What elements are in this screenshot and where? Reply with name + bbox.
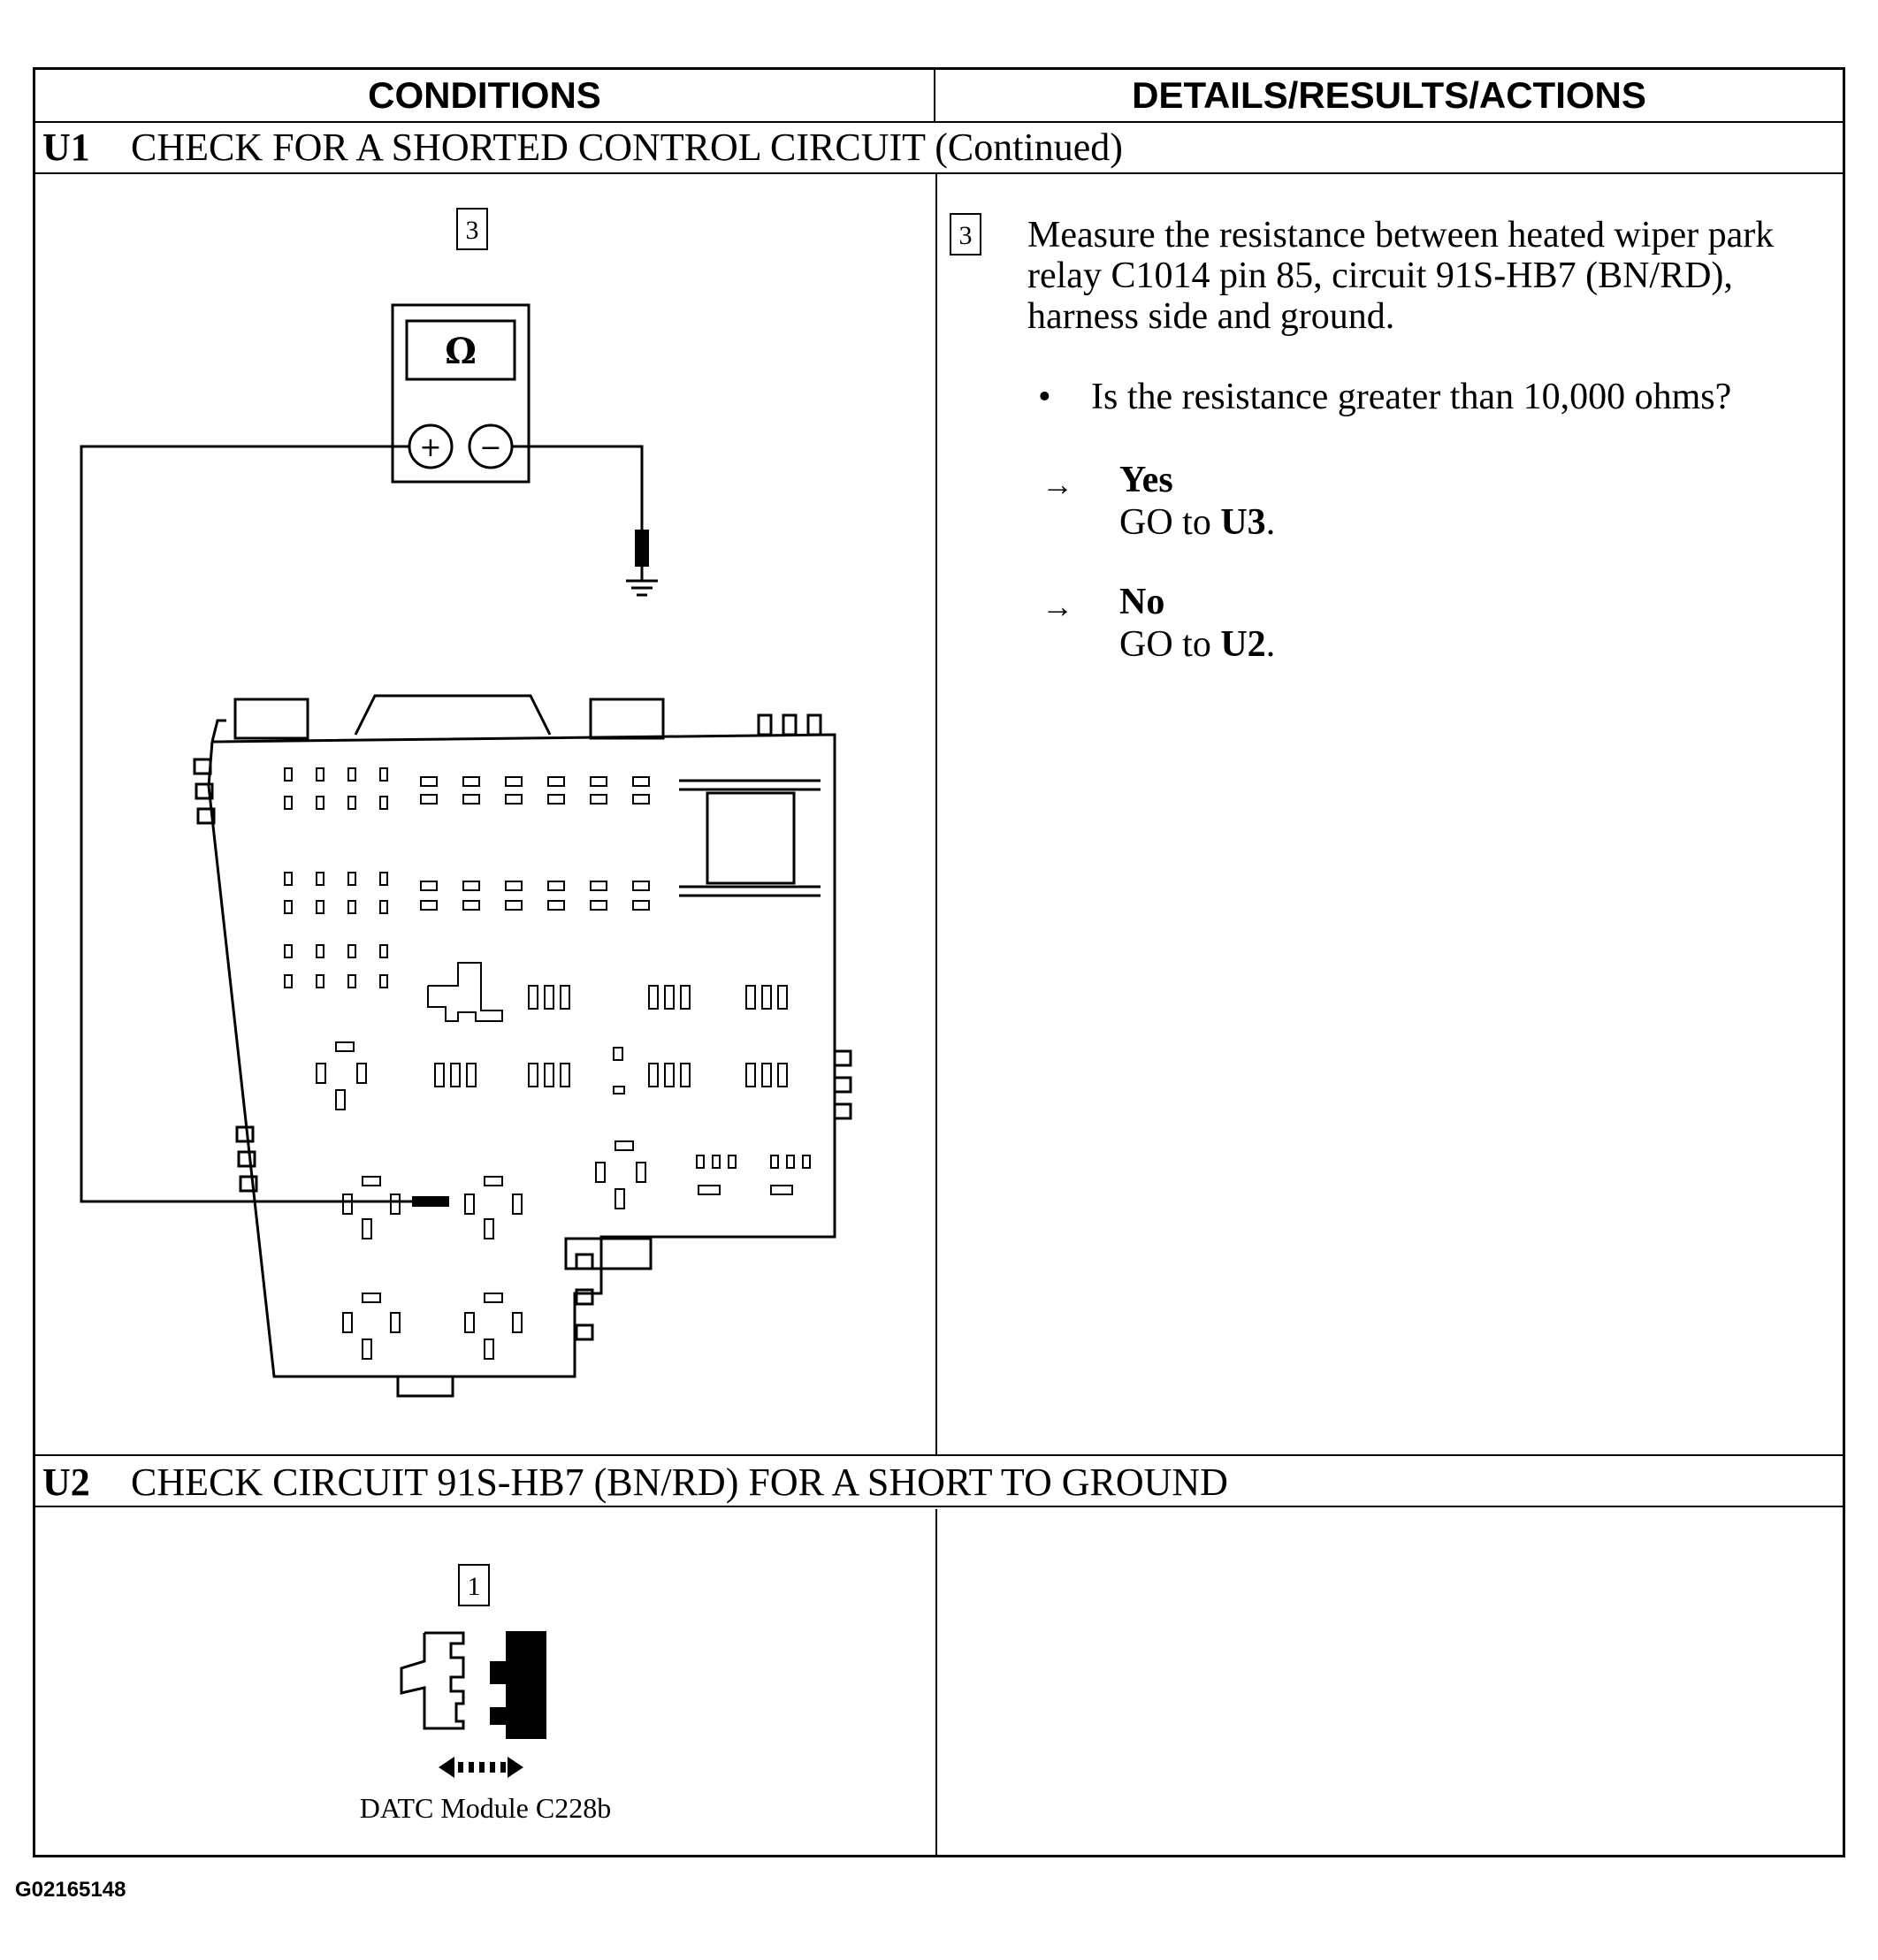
ground-probe [635, 530, 649, 567]
fuse-box-latch-right [589, 698, 665, 740]
no-action: GO to U2. [1119, 624, 1276, 665]
u1-step-number: 3 [950, 213, 981, 255]
u2-figure-caption: DATC Module C228b [359, 1792, 612, 1824]
fuse-slots [284, 767, 811, 1360]
yes-arrow: → [1042, 467, 1073, 502]
u1-bullet: • [1038, 377, 1051, 417]
yes-go-text: GO to [1119, 502, 1211, 543]
section-u1-title: CHECK FOR A SHORTED CONTROL CIRCUIT (Con… [131, 126, 1123, 169]
u2-connector-diagram [400, 1631, 546, 1778]
conditions-header: CONDITIONS [35, 70, 935, 121]
yes-label: Yes [1119, 460, 1173, 500]
connector-half-filled [490, 1631, 546, 1739]
yes-action: GO to U3. [1119, 502, 1276, 543]
column-divider-u2 [935, 1509, 937, 1856]
no-arrow: → [1042, 589, 1073, 624]
relay-pin-probe [412, 1196, 449, 1207]
fuse-box-outline [207, 733, 836, 1378]
section-u1-id: U1 [42, 126, 90, 169]
ohm-symbol: Ω [445, 331, 477, 372]
u2-figure-step-number: 1 [458, 1564, 490, 1606]
fuse-box-top-tab [354, 694, 552, 736]
section-u2-id: U2 [42, 1460, 90, 1504]
u1-question: Is the resistance greater than 10,000 oh… [1091, 377, 1732, 417]
minus-sign: − [479, 432, 501, 463]
section-u2-title: CHECK CIRCUIT 91S-HB7 (BN/RD) FOR A SHOR… [131, 1460, 1228, 1504]
u1-figure-step-number: 3 [456, 208, 488, 250]
u1-wiring-diagram: Ω + − [80, 303, 852, 1398]
column-divider-u1 [935, 174, 937, 1454]
no-target-link[interactable]: U2 [1220, 624, 1266, 665]
table-header-row: CONDITIONS DETAILS/RESULTS/ACTIONS [35, 70, 1843, 123]
negative-lead [512, 445, 644, 530]
yes-target-link[interactable]: U3 [1220, 502, 1266, 543]
section-u2-title-row: U2 CHECK CIRCUIT 91S-HB7 (BN/RD) FOR A S… [35, 1454, 1843, 1507]
plus-sign: + [419, 432, 441, 463]
procedure-table: CONDITIONS DETAILS/RESULTS/ACTIONS U1 CH… [33, 67, 1845, 1857]
ohmmeter-body [391, 303, 531, 484]
details-header: DETAILS/RESULTS/ACTIONS [1132, 74, 1646, 116]
section-u1-title-row: U1 CHECK FOR A SHORTED CONTROL CIRCUIT (… [35, 121, 1843, 174]
connector-half-open [400, 1631, 465, 1730]
no-go-text: GO to [1119, 624, 1211, 665]
u1-instruction: Measure the resistance between heated wi… [1027, 215, 1775, 337]
figure-id: G02165148 [15, 1878, 126, 1902]
no-label: No [1119, 582, 1165, 622]
ohmmeter-display [405, 319, 516, 381]
positive-lead [80, 445, 409, 1203]
fuse-box-latch-left [233, 698, 309, 740]
